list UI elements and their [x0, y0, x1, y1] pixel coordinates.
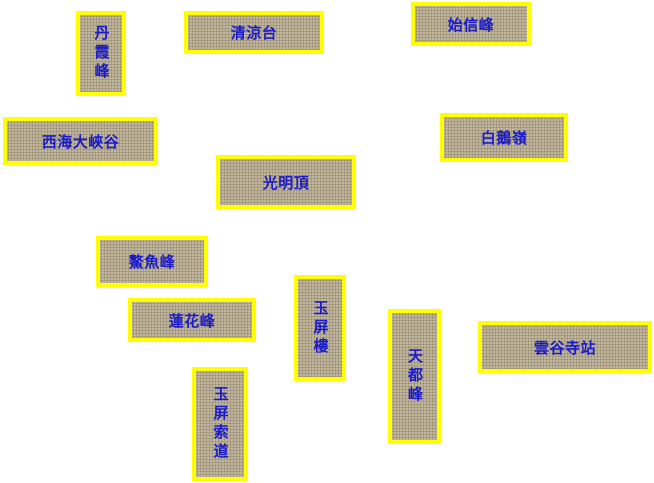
label-guangmingding[interactable]: 光明頂 — [216, 155, 356, 209]
label-lianhuafeng[interactable]: 蓮花峰 — [128, 298, 256, 342]
label-baiepeng[interactable]: 白鵝嶺 — [440, 113, 568, 162]
label-yupinglou[interactable]: 玉屏樓 — [294, 275, 346, 381]
label-qingliangtai[interactable]: 清涼台 — [184, 11, 324, 54]
label-danxiafeng[interactable]: 丹霞峰 — [76, 11, 126, 96]
label-aoyufeng[interactable]: 鰲魚峰 — [96, 236, 208, 287]
label-xihaidaxiagu[interactable]: 西海大峽谷 — [3, 117, 158, 165]
label-shixinfeng[interactable]: 始信峰 — [411, 2, 531, 46]
label-yupingsuodao[interactable]: 玉屏索道 — [192, 367, 248, 481]
label-tiandufeng[interactable]: 天都峰 — [388, 309, 441, 444]
label-yungusizhan[interactable]: 雲谷寺站 — [478, 321, 652, 373]
